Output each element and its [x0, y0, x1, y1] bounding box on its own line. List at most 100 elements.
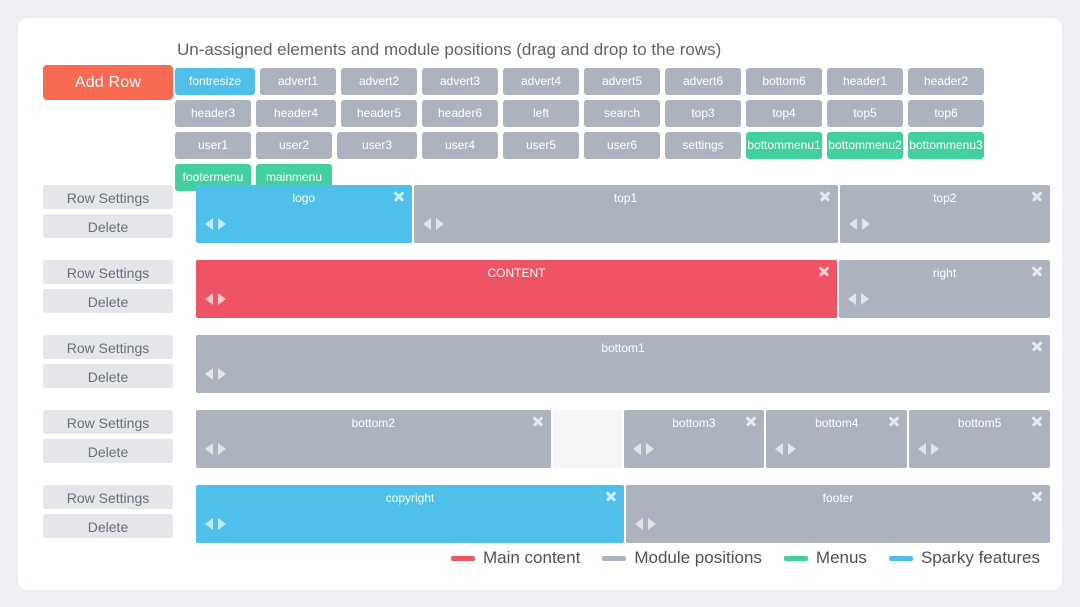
- shrink-left-arrow-icon[interactable]: [775, 443, 784, 455]
- unassigned-chip[interactable]: advert2: [341, 68, 417, 95]
- unassigned-chip[interactable]: advert1: [260, 68, 336, 95]
- grow-right-arrow-icon[interactable]: [648, 518, 656, 530]
- layout-block[interactable]: bottom1: [196, 335, 1050, 393]
- grow-right-arrow-icon[interactable]: [645, 443, 654, 455]
- layout-block[interactable]: bottom5: [909, 410, 1050, 468]
- unassigned-chip[interactable]: header2: [908, 68, 984, 95]
- layout-block[interactable]: bottom2: [196, 410, 551, 468]
- unassigned-chip[interactable]: settings: [665, 132, 741, 159]
- unassigned-chip[interactable]: header4: [256, 100, 336, 127]
- layout-block[interactable]: top2: [839, 185, 1050, 243]
- close-icon[interactable]: [818, 265, 830, 277]
- row-delete-button[interactable]: Delete: [43, 514, 173, 538]
- grow-right-arrow-icon[interactable]: [218, 293, 226, 305]
- unassigned-chip[interactable]: user3: [337, 132, 417, 159]
- close-icon[interactable]: [393, 190, 405, 202]
- unassigned-chip[interactable]: bottom6: [746, 68, 822, 95]
- unassigned-chip[interactable]: bottommenu1: [746, 132, 822, 159]
- row-settings-button[interactable]: Row Settings: [43, 485, 173, 509]
- unassigned-chip[interactable]: advert6: [665, 68, 741, 95]
- unassigned-chip[interactable]: fontresize: [175, 68, 255, 95]
- row-delete-button[interactable]: Delete: [43, 364, 173, 388]
- layout-block-label: bottom4: [815, 416, 859, 430]
- grow-right-arrow-icon[interactable]: [931, 443, 940, 455]
- unassigned-chip[interactable]: search: [584, 100, 660, 127]
- unassigned-chip[interactable]: header5: [341, 100, 417, 127]
- add-row-button[interactable]: Add Row: [43, 65, 173, 100]
- shrink-left-arrow-icon[interactable]: [918, 443, 927, 455]
- grow-right-arrow-icon[interactable]: [788, 443, 797, 455]
- layout-block[interactable]: bottom3: [623, 410, 765, 468]
- shrink-left-arrow-icon[interactable]: [205, 218, 213, 230]
- legend-item: Menus: [783, 548, 867, 568]
- unassigned-chip[interactable]: header1: [827, 68, 903, 95]
- grow-right-arrow-icon[interactable]: [861, 218, 870, 230]
- layout-builder-card: Add Row Un-assigned elements and module …: [18, 18, 1062, 590]
- shrink-left-arrow-icon[interactable]: [848, 218, 857, 230]
- row-track: copyright footer: [196, 485, 1050, 543]
- unassigned-chip[interactable]: bottommenu3: [908, 132, 984, 159]
- row-delete-button[interactable]: Delete: [43, 439, 173, 463]
- unassigned-chip[interactable]: user5: [503, 132, 579, 159]
- unassigned-chip[interactable]: user1: [175, 132, 251, 159]
- close-icon[interactable]: [532, 415, 544, 427]
- unassigned-chip[interactable]: advert3: [422, 68, 498, 95]
- layout-block[interactable]: CONTENT: [196, 260, 837, 318]
- shrink-left-arrow-icon[interactable]: [205, 518, 213, 530]
- grow-right-arrow-icon[interactable]: [218, 218, 226, 230]
- close-icon[interactable]: [605, 490, 617, 502]
- shrink-left-arrow-icon[interactable]: [205, 293, 213, 305]
- close-icon[interactable]: [888, 415, 900, 427]
- unassigned-chip[interactable]: advert5: [584, 68, 660, 95]
- grow-right-arrow-icon[interactable]: [218, 368, 226, 380]
- unassigned-chip[interactable]: top6: [908, 100, 984, 127]
- close-icon[interactable]: [819, 190, 831, 202]
- shrink-left-arrow-icon[interactable]: [848, 293, 856, 305]
- resize-handles: [205, 518, 226, 530]
- unassigned-chip[interactable]: user2: [256, 132, 332, 159]
- shrink-left-arrow-icon[interactable]: [632, 443, 641, 455]
- close-icon[interactable]: [1031, 340, 1043, 352]
- unassigned-chip[interactable]: user6: [584, 132, 660, 159]
- layout-block[interactable]: footer: [626, 485, 1050, 543]
- layout-block[interactable]: bottom4: [766, 410, 908, 468]
- unassigned-chip[interactable]: bottommenu2: [827, 132, 903, 159]
- legend-swatch: [888, 555, 913, 561]
- close-icon[interactable]: [745, 415, 757, 427]
- layout-block[interactable]: top1: [413, 185, 838, 243]
- grow-right-arrow-icon[interactable]: [861, 293, 869, 305]
- close-icon[interactable]: [1031, 490, 1043, 502]
- shrink-left-arrow-icon[interactable]: [205, 443, 213, 455]
- row-delete-button[interactable]: Delete: [43, 214, 173, 238]
- layout-block[interactable]: logo: [196, 185, 412, 243]
- layout-block[interactable]: copyright: [196, 485, 624, 543]
- grow-right-arrow-icon[interactable]: [435, 218, 444, 230]
- row-settings-button[interactable]: Row Settings: [43, 410, 173, 434]
- row-delete-button[interactable]: Delete: [43, 289, 173, 313]
- grow-right-arrow-icon[interactable]: [218, 518, 226, 530]
- row-settings-button[interactable]: Row Settings: [43, 335, 173, 359]
- layout-block-label: copyright: [385, 491, 435, 505]
- layout-block[interactable]: right: [839, 260, 1050, 318]
- unassigned-chip[interactable]: advert4: [503, 68, 579, 95]
- unassigned-chip[interactable]: top5: [827, 100, 903, 127]
- close-icon[interactable]: [1031, 190, 1043, 202]
- close-icon[interactable]: [1031, 265, 1043, 277]
- shrink-left-arrow-icon[interactable]: [205, 368, 213, 380]
- shrink-left-arrow-icon[interactable]: [635, 518, 643, 530]
- close-icon[interactable]: [1031, 415, 1043, 427]
- unassigned-chip[interactable]: user4: [422, 132, 498, 159]
- unassigned-chip[interactable]: top3: [665, 100, 741, 127]
- unassigned-chip[interactable]: header6: [422, 100, 498, 127]
- shrink-left-arrow-icon[interactable]: [422, 218, 431, 230]
- unassigned-chip[interactable]: header3: [175, 100, 251, 127]
- unassigned-chip[interactable]: left: [503, 100, 579, 127]
- grow-right-arrow-icon[interactable]: [218, 443, 226, 455]
- unassigned-chip[interactable]: top4: [746, 100, 822, 127]
- row-settings-button[interactable]: Row Settings: [43, 185, 173, 209]
- row-settings-button[interactable]: Row Settings: [43, 260, 173, 284]
